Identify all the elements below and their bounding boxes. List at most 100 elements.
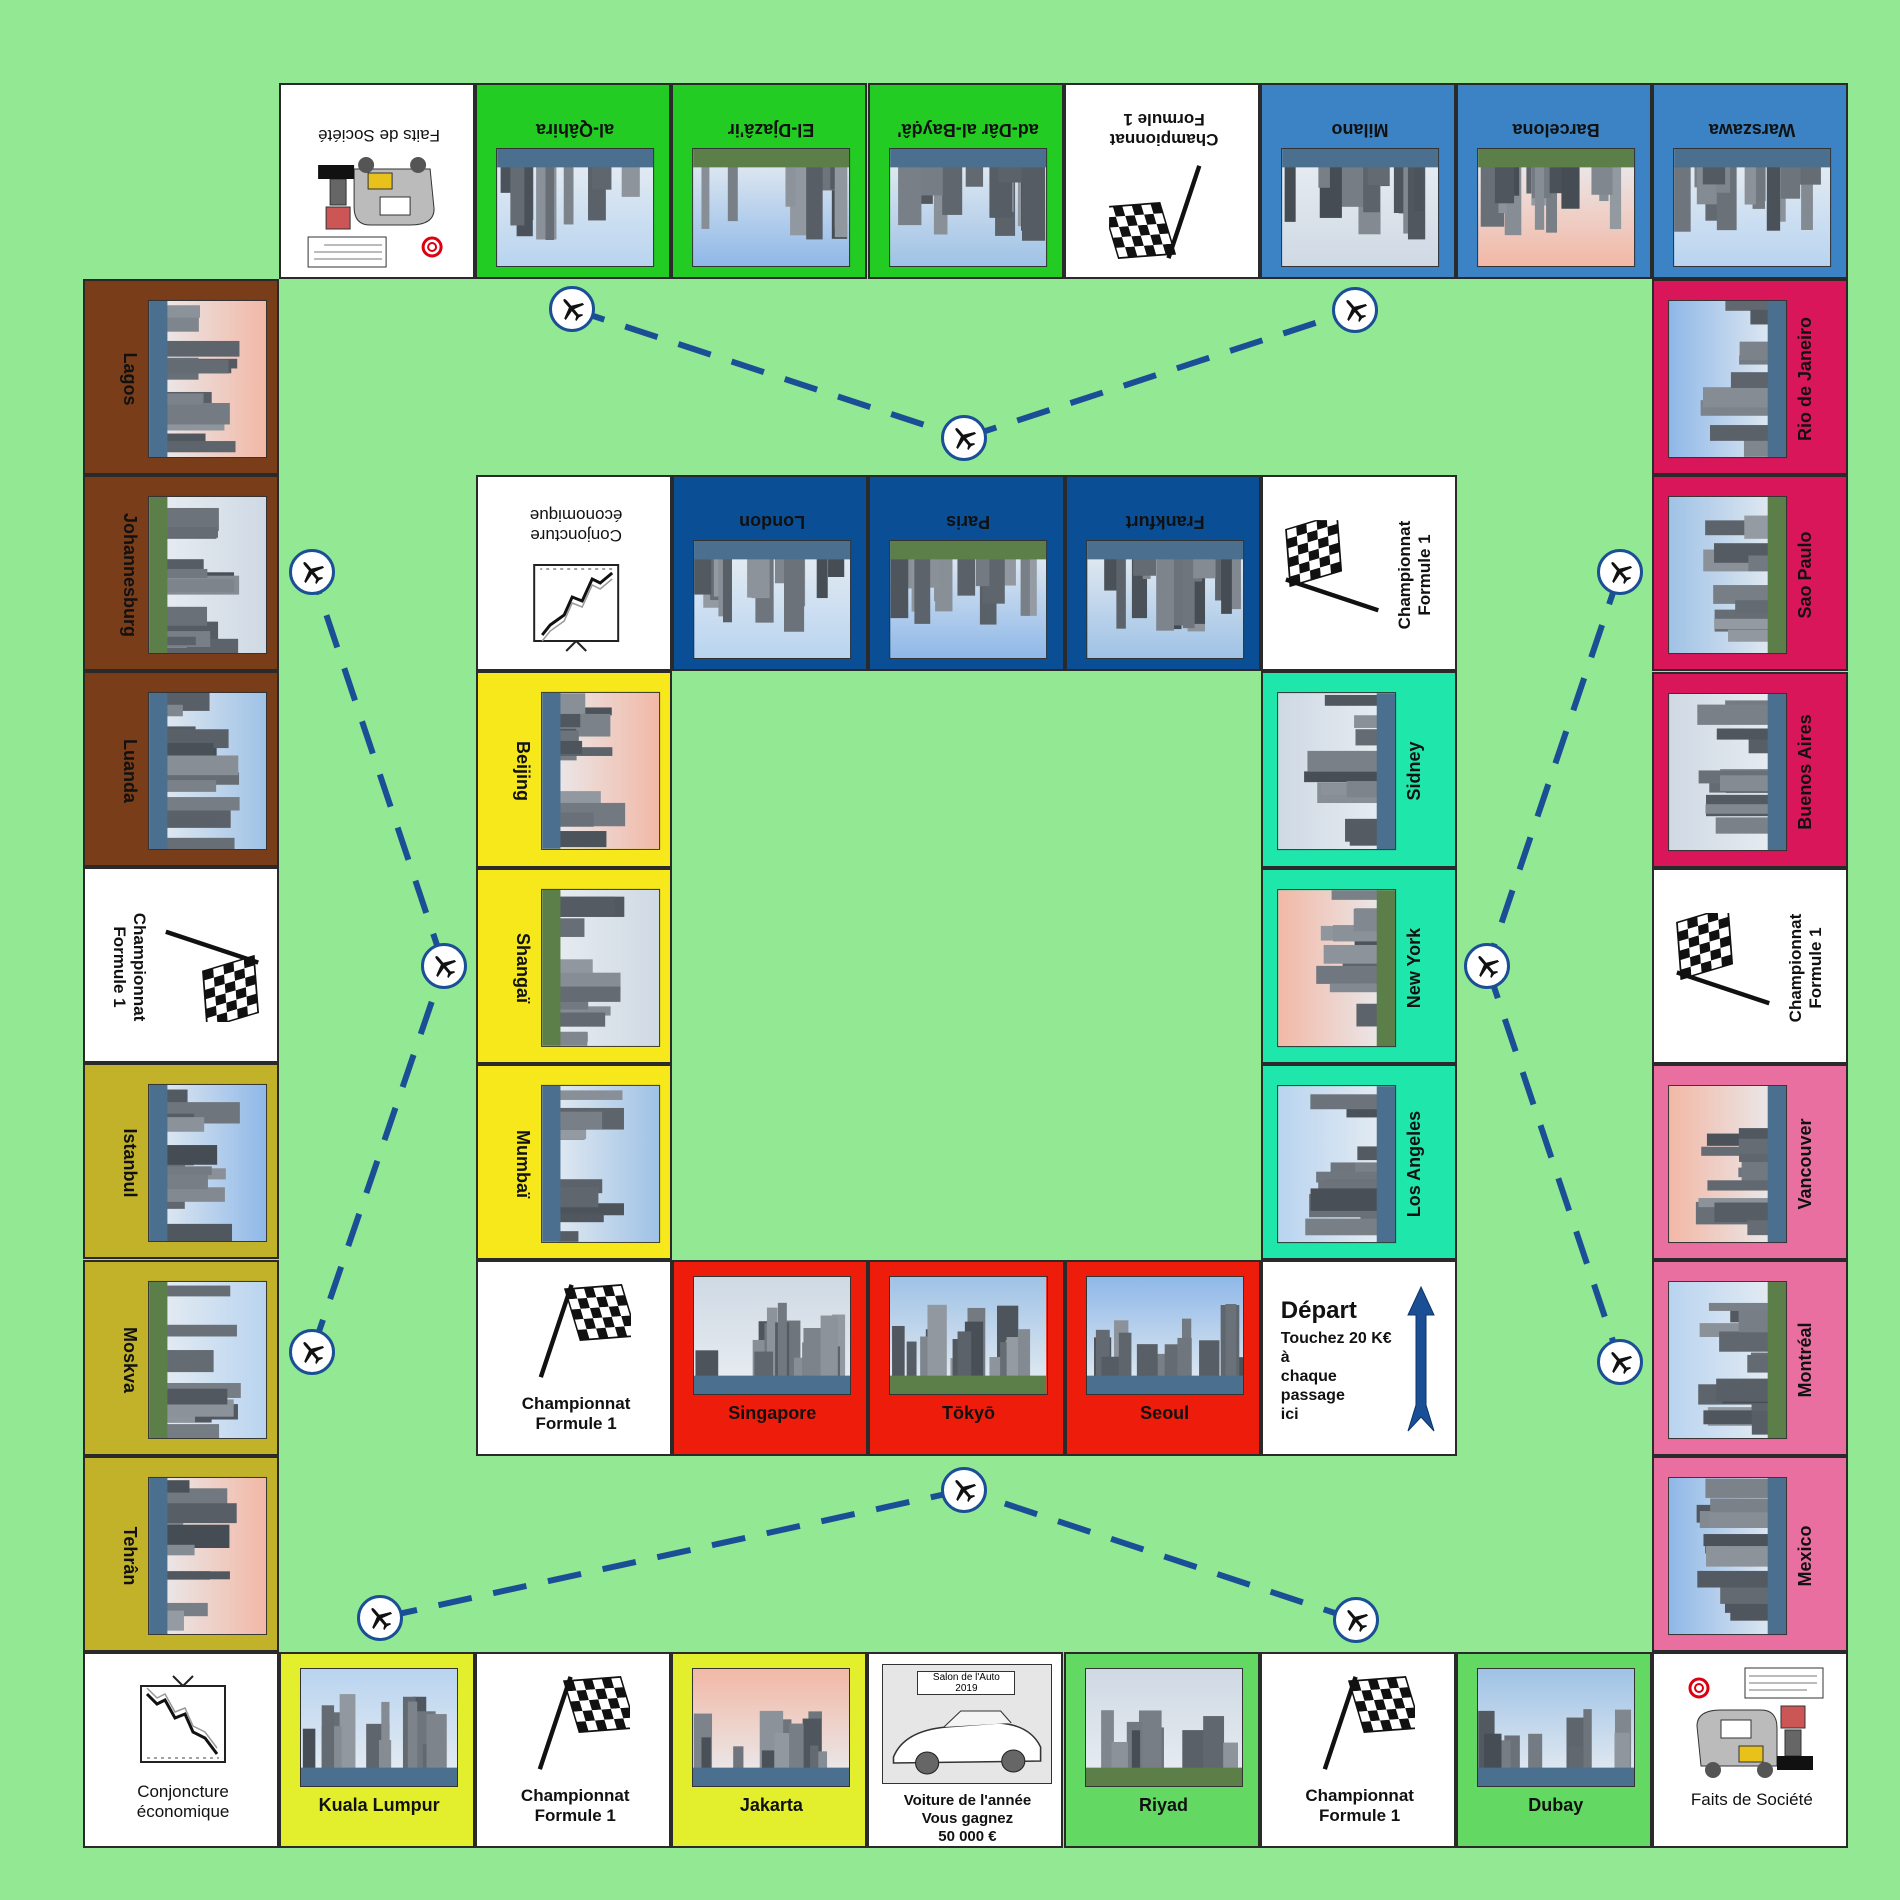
flight-route-line: [379, 1487, 965, 1621]
arrow-icon: [1399, 1264, 1443, 1454]
formula1-label: Championnat Formule 1: [1109, 110, 1218, 149]
board-space[interactable]: Singapore: [672, 1260, 869, 1456]
board-space[interactable]: Barcelona: [1455, 83, 1652, 279]
board-space[interactable]: Championnat Formule 1: [1063, 83, 1260, 279]
board-space[interactable]: Frankfurt: [1064, 475, 1261, 672]
city-photo: [1668, 692, 1788, 851]
board-space[interactable]: Istanbul: [83, 1063, 279, 1260]
city-name: Sao Paulo: [1795, 531, 1816, 619]
property-space: Riyad: [1067, 1656, 1258, 1846]
airplane-icon[interactable]: [289, 1329, 335, 1375]
property-space: Barcelona: [1459, 87, 1650, 277]
board-space[interactable]: Faits de Société: [1651, 1652, 1848, 1848]
airplane-icon[interactable]: [1464, 943, 1510, 989]
board-space[interactable]: Moskva: [83, 1259, 279, 1456]
airplane-icon[interactable]: [549, 286, 595, 332]
airplane-icon[interactable]: [941, 1467, 987, 1513]
faits-de-societe-label: Faits de Société: [318, 126, 441, 145]
board-space[interactable]: Championnat Formule 1: [1259, 1652, 1456, 1848]
board-space[interactable]: Shangaï: [476, 867, 672, 1064]
city-photo: [1084, 1668, 1243, 1788]
city-photo: [147, 1476, 267, 1635]
board-space[interactable]: Buenos Aires: [1652, 671, 1848, 868]
board-space[interactable]: Seoul: [1064, 1260, 1261, 1456]
board-space[interactable]: Mexico: [1652, 1455, 1848, 1652]
salon-caption: Salon de l'Auto 2019: [917, 1671, 1016, 1695]
board-space[interactable]: Riyad: [1063, 1652, 1260, 1848]
airplane-icon[interactable]: [1597, 549, 1643, 595]
property-space: Tehrân: [87, 1459, 277, 1650]
board-space[interactable]: Championnat Formule 1: [1652, 867, 1848, 1064]
board-space[interactable]: Championnat Formule 1: [1260, 475, 1457, 672]
board-space[interactable]: Championnat Formule 1: [83, 867, 279, 1064]
board-space[interactable]: Luanda: [83, 671, 279, 868]
board-space[interactable]: Rio de Janeiro: [1652, 279, 1848, 476]
airplane-icon[interactable]: [1332, 287, 1378, 333]
board-space[interactable]: Championnat Formule 1: [476, 1260, 673, 1456]
board-space[interactable]: Sidney: [1260, 671, 1457, 868]
city-name: Sidney: [1403, 741, 1424, 801]
city-name: Luanda: [119, 739, 140, 804]
checkered-flag-icon: [157, 912, 267, 1023]
property-space: Mexico: [1656, 1459, 1846, 1650]
board-space[interactable]: Paris: [868, 475, 1065, 672]
cartoon-robot-icon: [1677, 1666, 1827, 1784]
city-name: Kuala Lumpur: [318, 1795, 440, 1816]
airplane-icon[interactable]: [357, 1595, 403, 1641]
board-space[interactable]: Dubay: [1455, 1652, 1652, 1848]
airplane-icon[interactable]: [941, 415, 987, 461]
formula1-label: Championnat Formule 1: [110, 913, 149, 1022]
board-space[interactable]: Vancouver: [1652, 1063, 1848, 1260]
board-space[interactable]: Conjoncture économique: [476, 475, 673, 672]
city-photo: [300, 1668, 459, 1788]
formula1-label: Championnat Formule 1: [520, 1786, 630, 1825]
formula1-space: Championnat Formule 1: [1067, 87, 1258, 277]
board-space[interactable]: al-Qâhira: [475, 83, 672, 279]
city-photo: [1668, 1084, 1788, 1243]
board-space[interactable]: Mumbaï: [476, 1063, 672, 1260]
airplane-icon[interactable]: [1597, 1339, 1643, 1385]
board-space[interactable]: Jakarta: [671, 1652, 868, 1848]
formula1-label: Championnat Formule 1: [1786, 913, 1825, 1022]
city-photo: [1085, 1276, 1244, 1396]
board-space[interactable]: Los Angeles: [1260, 1063, 1457, 1260]
faits-de-societe-label: Faits de Société: [1690, 1790, 1813, 1809]
board-space[interactable]: Tehrân: [83, 1455, 279, 1652]
city-photo: [496, 147, 655, 267]
city-photo: [1668, 496, 1788, 655]
airplane-icon[interactable]: [289, 549, 335, 595]
board-space[interactable]: Beijing: [476, 671, 672, 868]
board-space[interactable]: Sao Paulo: [1652, 475, 1848, 672]
property-space: Istanbul: [87, 1067, 277, 1258]
board-space[interactable]: Warszawa: [1651, 83, 1848, 279]
board-space[interactable]: Johannesburg: [83, 475, 279, 672]
city-name: Singapore: [728, 1403, 817, 1424]
city-name: El-Djazâ'ir: [728, 119, 815, 140]
board-space[interactable]: London: [672, 475, 869, 672]
city-photo: [1476, 1668, 1635, 1788]
airplane-icon[interactable]: [1333, 1597, 1379, 1643]
property-space: al-Qâhira: [479, 87, 670, 277]
city-name: Buenos Aires: [1795, 713, 1816, 830]
board-space[interactable]: Kuala Lumpur: [279, 1652, 476, 1848]
board-space[interactable]: ad-Dâr al-Bayḍâ': [867, 83, 1064, 279]
city-photo: [147, 1084, 267, 1243]
board-space[interactable]: El-Djazâ'ir: [671, 83, 868, 279]
board-space[interactable]: Championnat Formule 1: [475, 1652, 672, 1848]
formula1-label: Championnat Formule 1: [1305, 1786, 1414, 1825]
city-name: Montréal: [1795, 1322, 1816, 1398]
board-space[interactable]: New York: [1260, 867, 1457, 1064]
board-space[interactable]: Tōkyō: [868, 1260, 1065, 1456]
board-space[interactable]: Faits de Société: [279, 83, 476, 279]
board-space[interactable]: Montréal: [1652, 1259, 1848, 1456]
board-space[interactable]: Conjoncture économique: [83, 1652, 280, 1848]
board-space[interactable]: Milano: [1259, 83, 1456, 279]
city-photo: [1668, 1476, 1788, 1635]
airplane-icon[interactable]: [421, 943, 467, 989]
city-photo: [889, 540, 1048, 660]
city-photo: [692, 1668, 851, 1788]
board-space[interactable]: Lagos: [83, 279, 279, 476]
